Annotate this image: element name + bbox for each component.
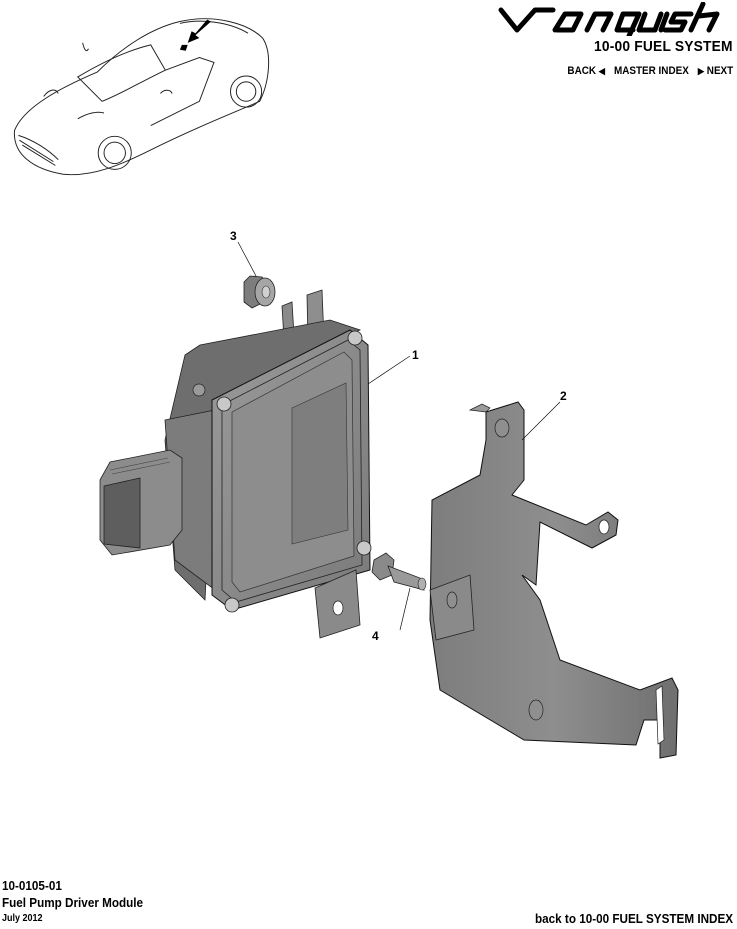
callout-3: 3 xyxy=(230,229,237,243)
document-title: Fuel Pump Driver Module xyxy=(2,895,144,910)
back-link[interactable]: BACK ◀ xyxy=(567,65,605,77)
exploded-parts-diagram: 3 1 2 4 xyxy=(99,229,679,759)
document-code: 10-0105-01 xyxy=(2,878,62,893)
back-label: BACK xyxy=(567,65,596,77)
callout-2: 2 xyxy=(560,389,567,403)
part-3-nut xyxy=(243,275,276,309)
callout-4: 4 xyxy=(372,629,379,643)
triangle-right-icon: ▶ xyxy=(697,66,704,76)
car-locator-illustration xyxy=(14,18,270,176)
part-4-bolt xyxy=(371,552,427,591)
master-index-link[interactable]: MASTER INDEX xyxy=(613,65,689,77)
next-label: NEXT xyxy=(706,65,733,77)
back-to-index-link[interactable]: back to 10-00 FUEL SYSTEM INDEX xyxy=(534,911,733,926)
document-date: July 2012 xyxy=(2,913,43,924)
part-2-bracket xyxy=(429,401,679,759)
callout-1: 1 xyxy=(412,348,419,362)
page-navigation: BACK ◀ MASTER INDEX ▶ NEXT xyxy=(567,65,733,77)
section-title: 10-00 FUEL SYSTEM xyxy=(594,38,733,55)
part-1-module xyxy=(99,289,372,639)
triangle-left-icon: ◀ xyxy=(598,66,605,76)
next-link[interactable]: ▶ NEXT xyxy=(698,65,733,77)
location-arrow-icon xyxy=(179,19,212,51)
vanquish-logo xyxy=(498,2,720,36)
